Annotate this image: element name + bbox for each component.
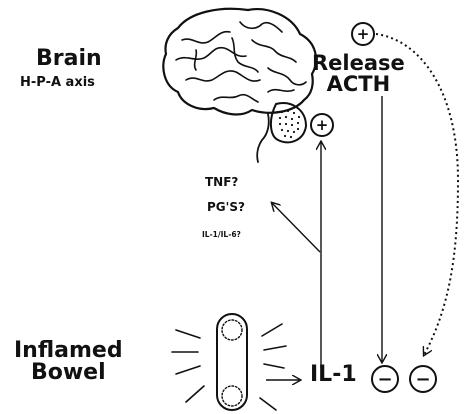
minus-sign-2: − <box>410 366 436 392</box>
acth-line: ACTH <box>312 74 405 95</box>
il1-label: IL-1 <box>310 364 357 386</box>
hpa-axis-label: H-P-A axis <box>20 76 95 89</box>
bowel-segment-icon <box>172 314 286 410</box>
svg-text:+: + <box>316 116 329 134</box>
svg-text:−: − <box>415 369 430 390</box>
inflamed-bowel-label: Inflamed Bowel <box>14 340 123 384</box>
arrow-mediators-to-brain <box>272 203 320 252</box>
plus-sign-release: + <box>352 23 374 45</box>
cerebellum-dots <box>279 110 300 138</box>
release-line: Release <box>312 53 405 74</box>
brain-icon <box>163 9 316 162</box>
inflammation-rays <box>172 324 286 410</box>
bowel-line: Bowel <box>14 362 123 384</box>
mediator-pgs: PG'S? <box>207 201 245 213</box>
mediator-tnf: TNF? <box>205 176 238 188</box>
brain-label: Brain <box>36 48 102 70</box>
inflamed-line: Inflamed <box>14 340 123 362</box>
svg-text:+: + <box>357 25 370 43</box>
minus-sign-1: − <box>372 366 398 392</box>
plus-sign-il1: + <box>311 114 333 136</box>
svg-text:−: − <box>377 369 392 390</box>
mediator-il1-il6: IL-1/IL-6? <box>202 231 241 239</box>
release-acth-label: Release ACTH <box>312 53 405 96</box>
